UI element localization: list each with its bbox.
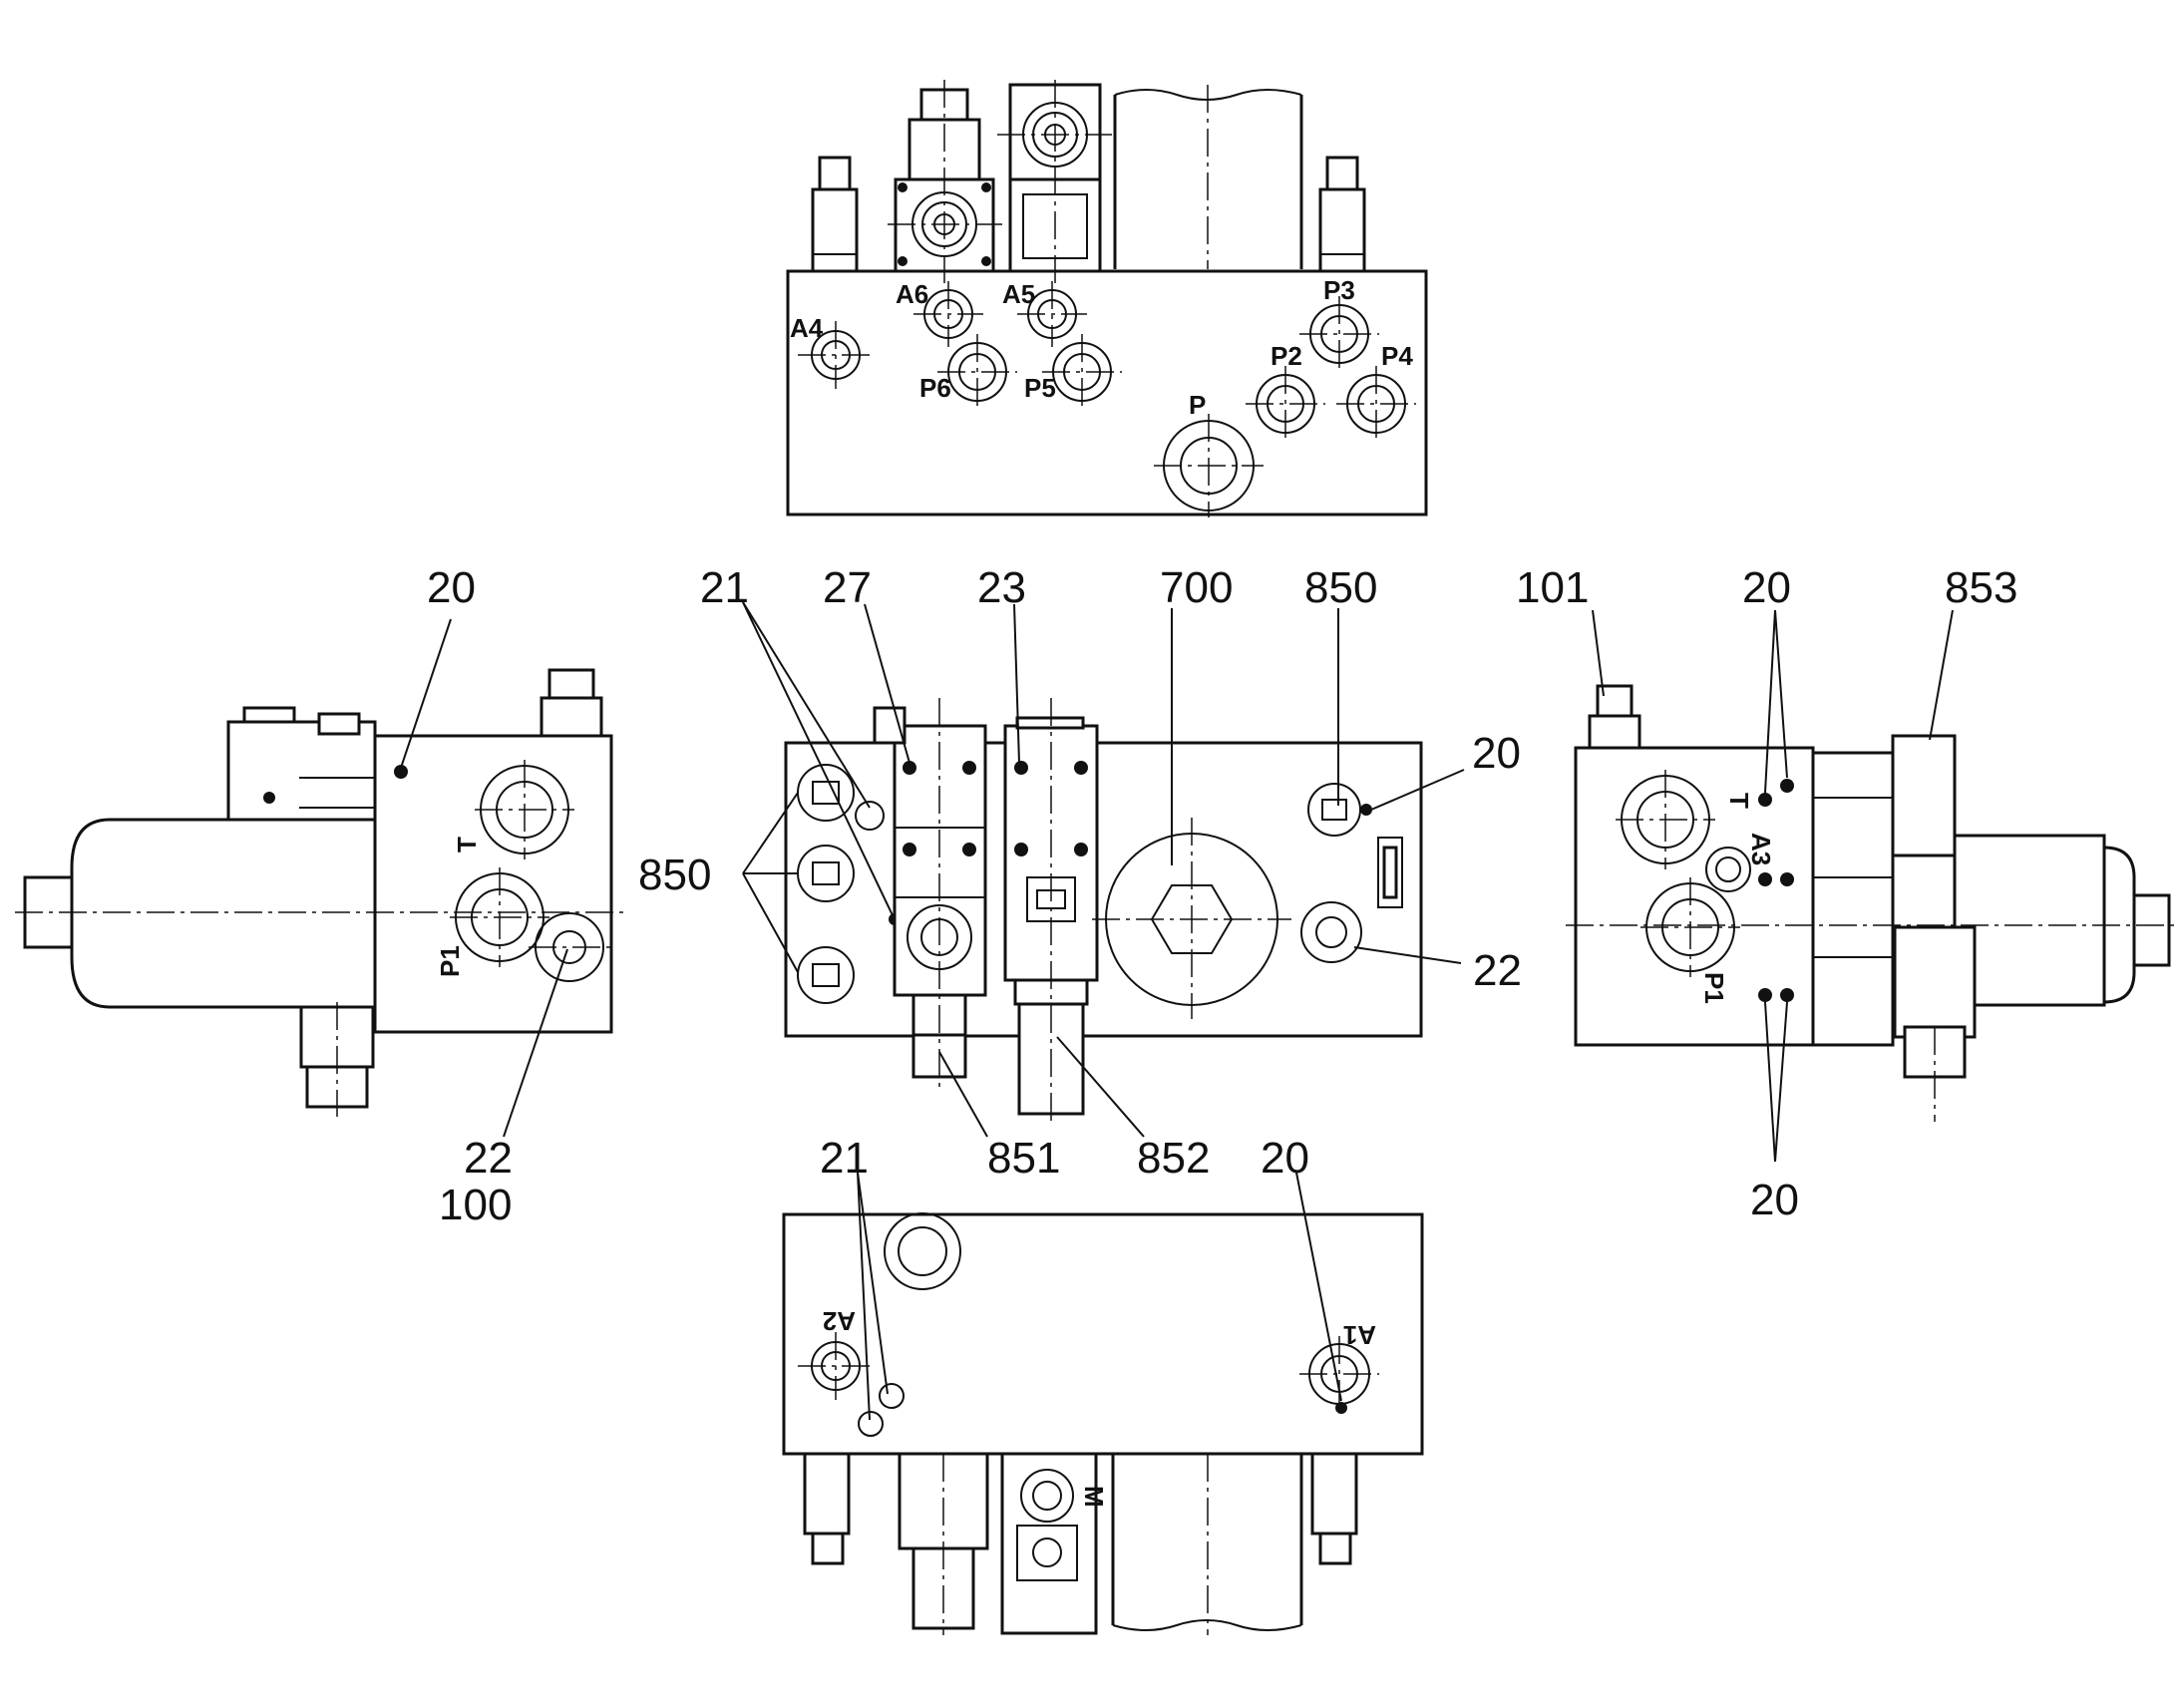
port-label-A6: A6	[896, 279, 928, 309]
top-view: A4 A6 A5 P6 P5 P3 P2 P4 P	[786, 80, 1428, 517]
callout-20-left: 20	[427, 563, 476, 612]
port-P4	[1336, 366, 1416, 442]
callout-20-right-bottom: 20	[1750, 1176, 1799, 1224]
callout-23: 23	[977, 563, 1026, 612]
port-A5	[1017, 281, 1087, 347]
plug-22-front	[1300, 901, 1362, 963]
port-P3	[1299, 296, 1379, 372]
port-label-P: P	[1189, 390, 1206, 420]
port-label-P4: P4	[1381, 341, 1413, 371]
callout-21-front: 21	[700, 563, 749, 612]
callout-22-left: 22	[464, 1134, 513, 1183]
port-label-P2: P2	[1271, 341, 1302, 371]
bottom-port-label-A1: A1	[1343, 1320, 1376, 1350]
port-label-P3: P3	[1323, 275, 1355, 305]
callout-101: 101	[1516, 563, 1589, 612]
callout-850-top: 850	[1304, 563, 1377, 612]
right-port-A3	[1705, 847, 1751, 892]
port-A6	[913, 281, 983, 347]
callout-20-bottom: 20	[1261, 1134, 1309, 1183]
left-view: T P1 20 22 100	[15, 563, 623, 1229]
bottom-port-label-M: M	[1079, 1486, 1109, 1508]
left-block	[373, 734, 613, 1034]
bottom-view: A2 A1 M 21 20	[782, 1134, 1424, 1635]
callout-700: 700	[1160, 563, 1233, 612]
right-block	[1574, 746, 1815, 1047]
right-port-T	[1616, 770, 1715, 869]
callout-853: 853	[1945, 563, 2017, 612]
port-label-P5: P5	[1024, 373, 1056, 403]
left-screw-20	[394, 765, 408, 779]
bottom-port-label-A2: A2	[823, 1306, 856, 1336]
front-view: 21 27 23 700 850 20 850 22 851 852	[638, 563, 1522, 1183]
cap-700	[1092, 818, 1291, 1019]
port-P	[1154, 414, 1264, 517]
callout-22-front: 22	[1473, 946, 1522, 995]
port-P6	[937, 334, 1017, 410]
callout-20-front: 20	[1472, 729, 1521, 778]
left-port-P1	[450, 867, 549, 967]
port-label-A5: A5	[1002, 279, 1035, 309]
callout-852: 852	[1137, 1134, 1210, 1183]
callout-27: 27	[823, 563, 872, 612]
left-port-label-P1: P1	[435, 945, 465, 977]
left-plug-22	[529, 912, 610, 982]
bottom-block	[782, 1212, 1424, 1456]
port-label-P6: P6	[919, 373, 951, 403]
port-A4	[798, 321, 874, 389]
right-port-P1	[1640, 877, 1740, 977]
top-block	[786, 269, 1428, 516]
callout-851: 851	[987, 1134, 1060, 1183]
bottom-port-A2	[798, 1332, 874, 1400]
port-label-A4: A4	[790, 313, 824, 343]
right-port-label-A3: A3	[1746, 833, 1776, 865]
port-P2	[1246, 366, 1325, 442]
right-view: T A3 P1 101 20 853 20	[1516, 563, 2174, 1224]
right-port-label-T: T	[1724, 793, 1754, 809]
port-P5	[1042, 334, 1122, 410]
callout-100: 100	[439, 1181, 512, 1229]
callout-21-bottom: 21	[820, 1134, 869, 1183]
left-port-T	[475, 760, 574, 859]
left-port-label-T: T	[452, 837, 482, 853]
callout-20-right-top: 20	[1742, 563, 1791, 612]
plug-850-c	[797, 946, 855, 1004]
right-port-label-P1: P1	[1699, 972, 1729, 1004]
callout-850-left: 850	[638, 851, 711, 899]
